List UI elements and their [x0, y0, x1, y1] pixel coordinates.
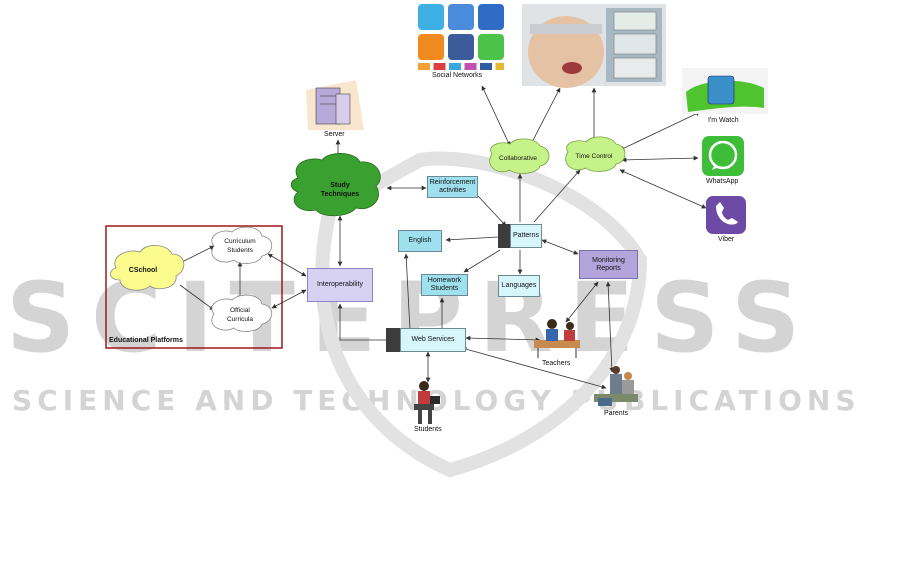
parents-clipart — [594, 366, 638, 406]
interoperability-box: Interoperability — [307, 268, 373, 302]
curriculum-students-cloud — [211, 226, 273, 264]
curriculum-label-2: Students — [227, 247, 253, 254]
small-social-icons-row — [418, 63, 504, 70]
interoperability-label: Interoperability — [317, 281, 363, 288]
students-caption: Students — [414, 426, 442, 433]
patterns-label: Patterns — [512, 232, 540, 239]
curriculum-label-1: Curriculum — [224, 238, 255, 245]
whatsapp-caption: WhatsApp — [706, 178, 739, 185]
reinforcement-label-2: activities — [439, 187, 466, 194]
watermark-leaf — [315, 151, 648, 478]
study-label-1: Study — [330, 182, 350, 189]
smart-glasses-photo — [522, 4, 666, 88]
official-label-1: Official — [230, 307, 250, 314]
reinforcement-label-1: Reinforcement — [429, 179, 476, 186]
study-label-2: Techniques — [321, 191, 359, 198]
google-icon — [448, 4, 474, 30]
time-control-label: Time Control — [576, 153, 614, 160]
reinforcement-activities-box: Reinforcement activities — [427, 176, 478, 198]
teachers-clipart — [534, 319, 580, 358]
collaborative-label: Collaborative — [499, 155, 537, 162]
teachers-caption: Teachers — [542, 360, 571, 367]
educational-platforms-frame — [105, 225, 283, 349]
monitoring-label: Monitoring Reports — [592, 256, 625, 272]
homework-label-2: Students — [430, 285, 459, 292]
homework-label-1: Homework — [427, 277, 462, 284]
server-icon — [306, 80, 364, 130]
rss-icon — [418, 34, 444, 60]
languages-label: Languages — [501, 282, 537, 289]
smartwatch-photo — [682, 68, 768, 114]
whatsapp-icon — [702, 136, 744, 176]
students-clipart — [414, 381, 440, 424]
time-control-cloud — [565, 136, 626, 172]
patterns-bar — [498, 224, 510, 248]
facebook-icon — [448, 34, 474, 60]
viber-icon — [706, 196, 746, 234]
web-services-label: Web Services — [411, 336, 455, 343]
official-curricula-cloud — [211, 294, 273, 332]
monitoring-reports-box: Monitoring Reports — [579, 250, 638, 279]
study-techniques-cloud — [290, 153, 381, 217]
social-networks-caption: Social Networks — [432, 72, 483, 79]
languages-box: Languages — [498, 275, 540, 297]
myspace-icon — [478, 4, 504, 30]
web-services-bar — [386, 328, 400, 352]
cschool-cloud — [110, 245, 185, 291]
official-label-2: Curricula — [227, 316, 253, 323]
viber-caption: Viber — [718, 236, 735, 243]
homework-students-box: Homework Students — [421, 274, 468, 296]
english-label: English — [408, 237, 432, 244]
collaborative-cloud — [489, 138, 550, 174]
english-box: English — [398, 230, 442, 252]
messenger-icon — [478, 34, 504, 60]
web-services-box: Web Services — [400, 328, 466, 352]
cschool-label: CSchool — [129, 267, 157, 274]
server-caption: Server — [324, 131, 345, 138]
parents-caption: Parents — [604, 410, 629, 417]
twitter-icon — [418, 4, 444, 30]
patterns-box: Patterns — [510, 224, 542, 248]
educational-platforms-title: Educational Platforms — [109, 337, 183, 344]
im-watch-caption: I'm Watch — [708, 117, 739, 124]
